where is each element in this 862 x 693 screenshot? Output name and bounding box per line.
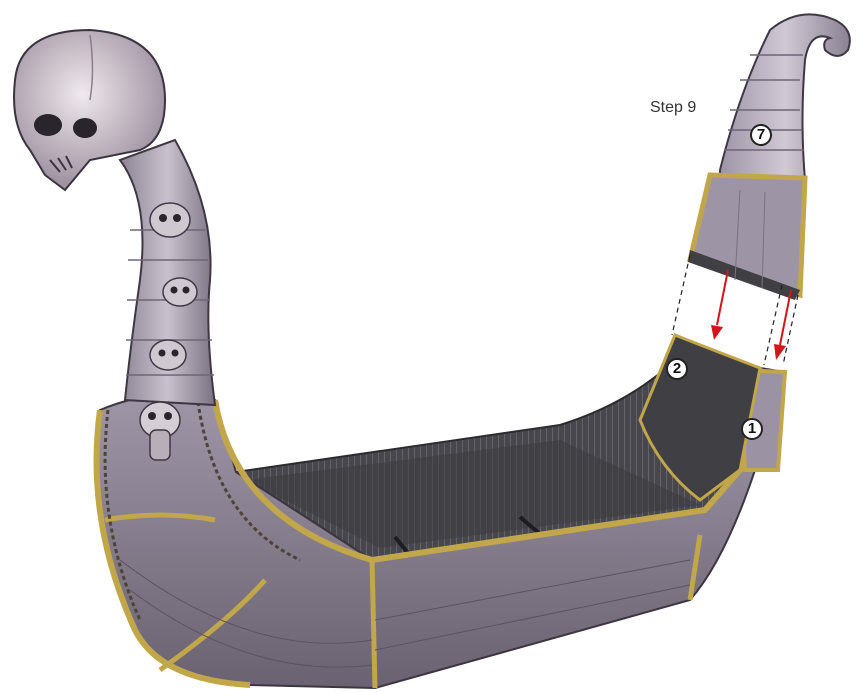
step-label: Step 9 bbox=[650, 99, 696, 117]
stern-piece bbox=[688, 14, 850, 300]
part-number-2: 2 bbox=[666, 358, 688, 380]
part-number-1: 1 bbox=[741, 418, 763, 440]
part-number-7: 7 bbox=[750, 124, 772, 146]
